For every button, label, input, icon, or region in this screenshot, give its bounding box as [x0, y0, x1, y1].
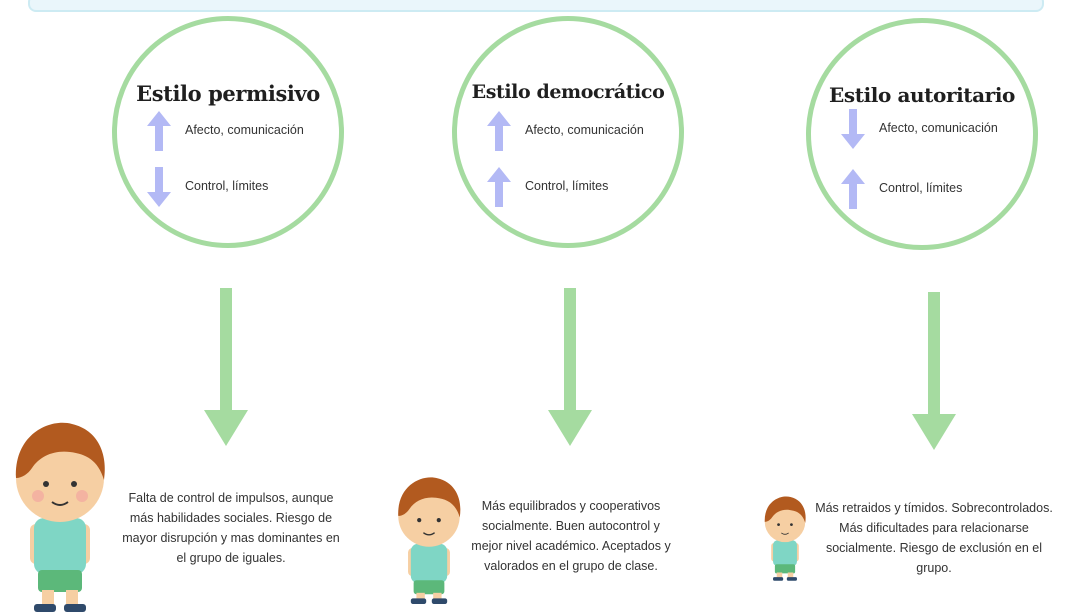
- style-description: Más equilibrados y cooperativos socialme…: [471, 499, 671, 573]
- indicator-label: Afecto, comunicación: [185, 123, 304, 137]
- style-title: Estilo democrático: [471, 81, 665, 103]
- arrow-down-icon: [841, 109, 865, 149]
- arrow-up-icon: [487, 167, 511, 207]
- indicator-label: Control, límites: [525, 179, 609, 193]
- style-description: Más retraidos y tímidos. Sobrecontrolado…: [815, 501, 1053, 575]
- style-circle-permisivo: Estilo permisivo Afecto, comunicación Co…: [112, 16, 344, 248]
- child-illustration-small: [764, 496, 806, 581]
- arrow-up-icon: [487, 111, 511, 151]
- style-title: Estilo permisivo: [136, 81, 320, 106]
- arrow-up-icon: [841, 169, 865, 209]
- flow-arrow-icon: [912, 292, 956, 450]
- arrow-down-icon: [147, 167, 171, 207]
- child-illustration-medium: [398, 477, 461, 604]
- indicator-label: Afecto, comunicación: [525, 123, 644, 137]
- child-illustration-large: [15, 422, 105, 612]
- indicator-label: Afecto, comunicación: [879, 121, 998, 135]
- style-description: Falta de control de impulsos, aunque más…: [122, 491, 340, 565]
- style-circle-democratico: Estilo democrático Afecto, comunicación …: [452, 16, 684, 248]
- style-title: Estilo autoritario: [829, 83, 1015, 107]
- arrow-up-icon: [147, 111, 171, 151]
- flow-arrow-icon: [204, 288, 248, 446]
- style-circle-autoritario: Estilo autoritario Afecto, comunicación …: [806, 18, 1038, 250]
- top-banner: [28, 0, 1044, 12]
- indicator-label: Control, límites: [185, 179, 269, 193]
- flow-arrow-icon: [548, 288, 592, 446]
- indicator-label: Control, límites: [879, 181, 963, 195]
